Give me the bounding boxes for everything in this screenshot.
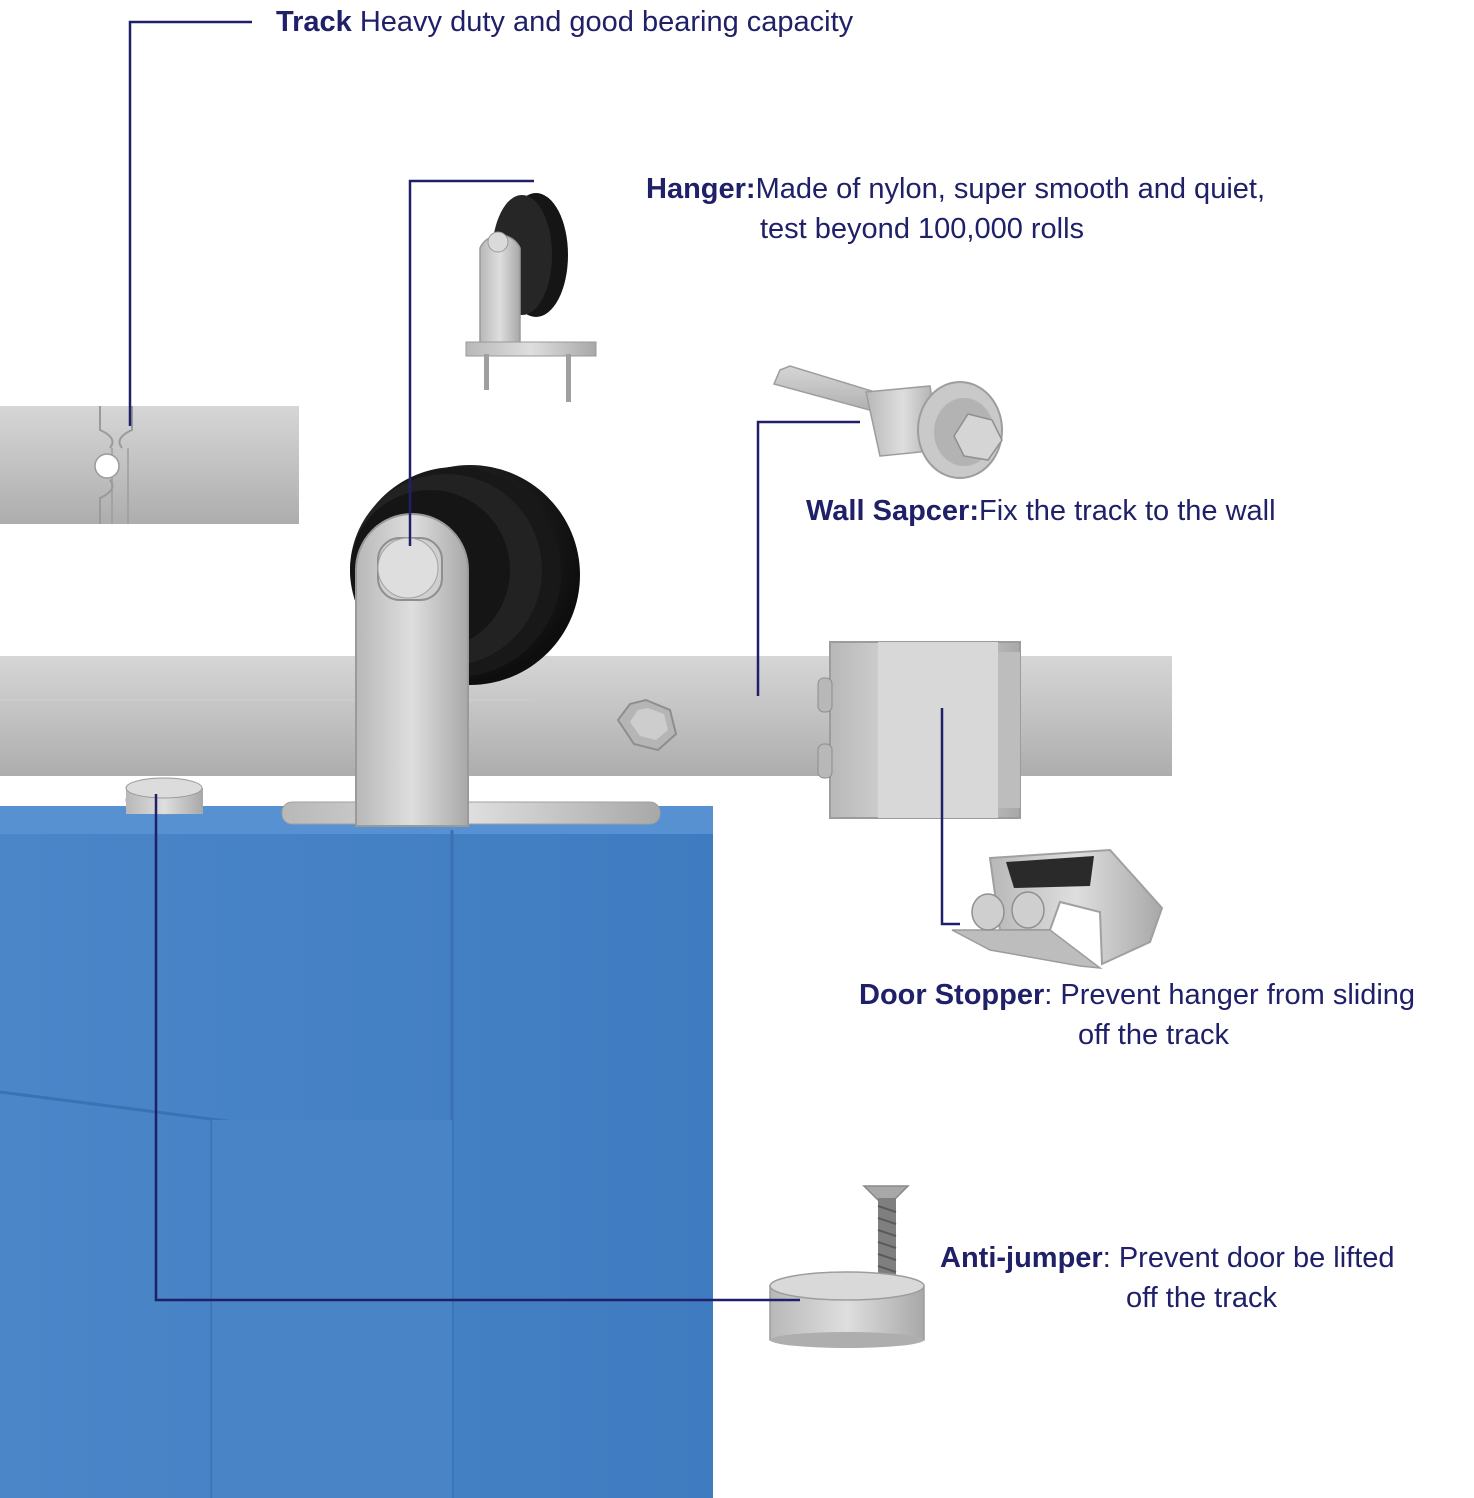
callout-wall-spacer-desc: Fix the track to the wall (978, 495, 1276, 527)
anti-jumper-detail (769, 1185, 925, 1348)
callout-door-stopper-sep: : (1044, 979, 1061, 1011)
leader-line-hanger (408, 179, 534, 546)
callout-track-term: Track (276, 6, 352, 38)
leader-lines (128, 20, 960, 1302)
leader-line-track (128, 20, 252, 426)
track-bolt (616, 698, 678, 752)
leader-line-wall-spacer (756, 420, 860, 696)
barn-door (0, 806, 713, 1498)
callout-wall-spacer-term: Wall Sapcer: (806, 495, 979, 527)
wall-spacer-detail (772, 365, 1003, 479)
hanger-detail (465, 193, 597, 402)
callout-door-stopper-term: Door Stopper (859, 979, 1045, 1011)
callout-anti-jumper-term: Anti-jumper (940, 1242, 1103, 1274)
callout-wall-spacer: Wall Sapcer:Fix the track to the wall (806, 491, 1276, 531)
leader-line-door-stopper (940, 708, 960, 926)
callout-hanger: Hanger:Made of nylon, super smooth and q… (646, 169, 1265, 209)
track-segment-detail (0, 406, 299, 524)
door-stopper-on-track (817, 641, 1021, 819)
callout-door-stopper-desc: Prevent hanger from sliding (1060, 979, 1416, 1011)
callout-anti-jumper-desc: Prevent door be lifted (1118, 1242, 1395, 1274)
callout-track: Track Heavy duty and good bearing capaci… (276, 2, 853, 42)
leader-line-anti-jumper (154, 794, 800, 1302)
callout-hanger-desc: Made of nylon, super smooth and quiet, (755, 173, 1266, 205)
main-hanger (350, 465, 580, 827)
callout-anti-jumper-sep: : (1102, 1242, 1119, 1274)
callout-door-stopper-line2: off the track (1078, 1019, 1229, 1051)
callout-hanger-term: Hanger: (646, 173, 756, 205)
callout-door-stopper: Door Stopper: Prevent hanger from slidin… (859, 975, 1415, 1015)
callout-anti-jumper-line2: off the track (1126, 1282, 1277, 1314)
door-stopper-detail (951, 848, 1164, 970)
callout-hanger-line2: test beyond 100,000 rolls (760, 213, 1085, 245)
callout-track-desc: Heavy duty and good bearing capacity (351, 6, 854, 38)
callout-anti-jumper: Anti-jumper: Prevent door be lifted (940, 1238, 1395, 1278)
